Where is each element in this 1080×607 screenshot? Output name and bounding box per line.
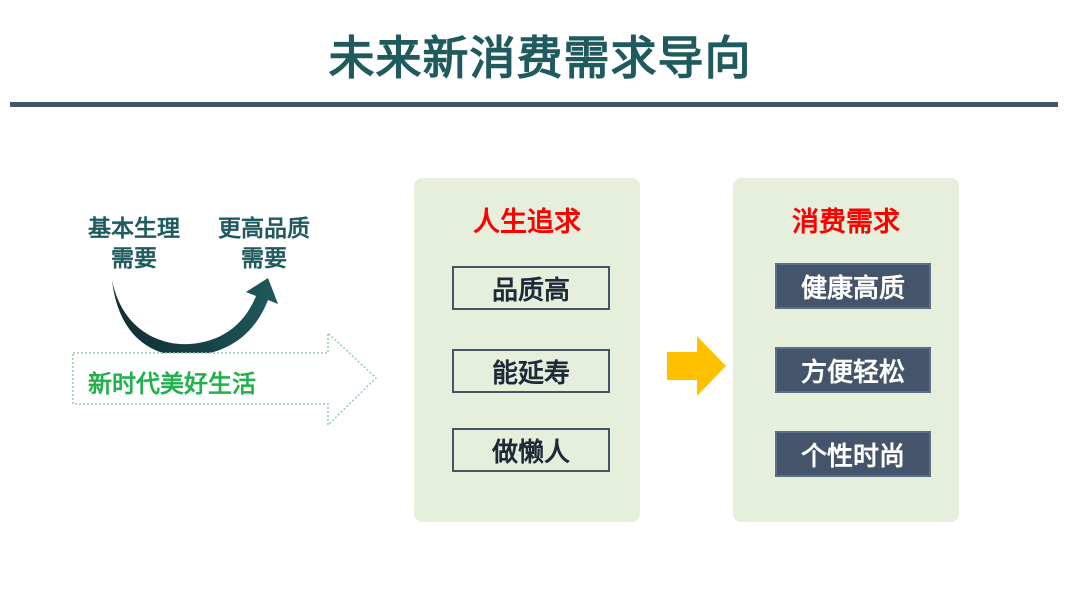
- pursuit-item-longevity: 能延寿: [452, 349, 610, 393]
- basic-needs-label: 基本生理 需要: [70, 214, 198, 274]
- pursuit-item-quality: 品质高: [452, 266, 610, 310]
- title-divider: [10, 102, 1058, 107]
- lifestyle-arrow-label: 新时代美好生活: [88, 370, 256, 398]
- consumer-demand-panel: 消费需求 健康高质 方便轻松 个性时尚: [733, 178, 959, 522]
- life-pursuit-panel: 人生追求 品质高 能延寿 做懒人: [414, 178, 640, 522]
- connector-arrow: [667, 336, 726, 396]
- lifestyle-arrow-outline: [72, 331, 378, 427]
- demand-item-health: 健康高质: [775, 263, 931, 309]
- higher-needs-label: 更高品质 需要: [200, 214, 328, 274]
- basic-needs-line1: 基本生理: [88, 216, 180, 242]
- curved-upgrade-arrow: [112, 278, 278, 357]
- higher-needs-line1: 更高品质: [218, 216, 310, 242]
- demand-item-ease: 方便轻松: [775, 347, 931, 393]
- life-pursuit-heading: 人生追求: [473, 207, 581, 238]
- basic-needs-line2: 需要: [111, 246, 157, 272]
- demand-item-style: 个性时尚: [775, 431, 931, 477]
- page-title: 未来新消费需求导向: [328, 31, 752, 85]
- consumer-demand-heading: 消费需求: [792, 207, 900, 238]
- pursuit-item-convenience: 做懒人: [452, 428, 610, 472]
- higher-needs-line2: 需要: [241, 246, 287, 272]
